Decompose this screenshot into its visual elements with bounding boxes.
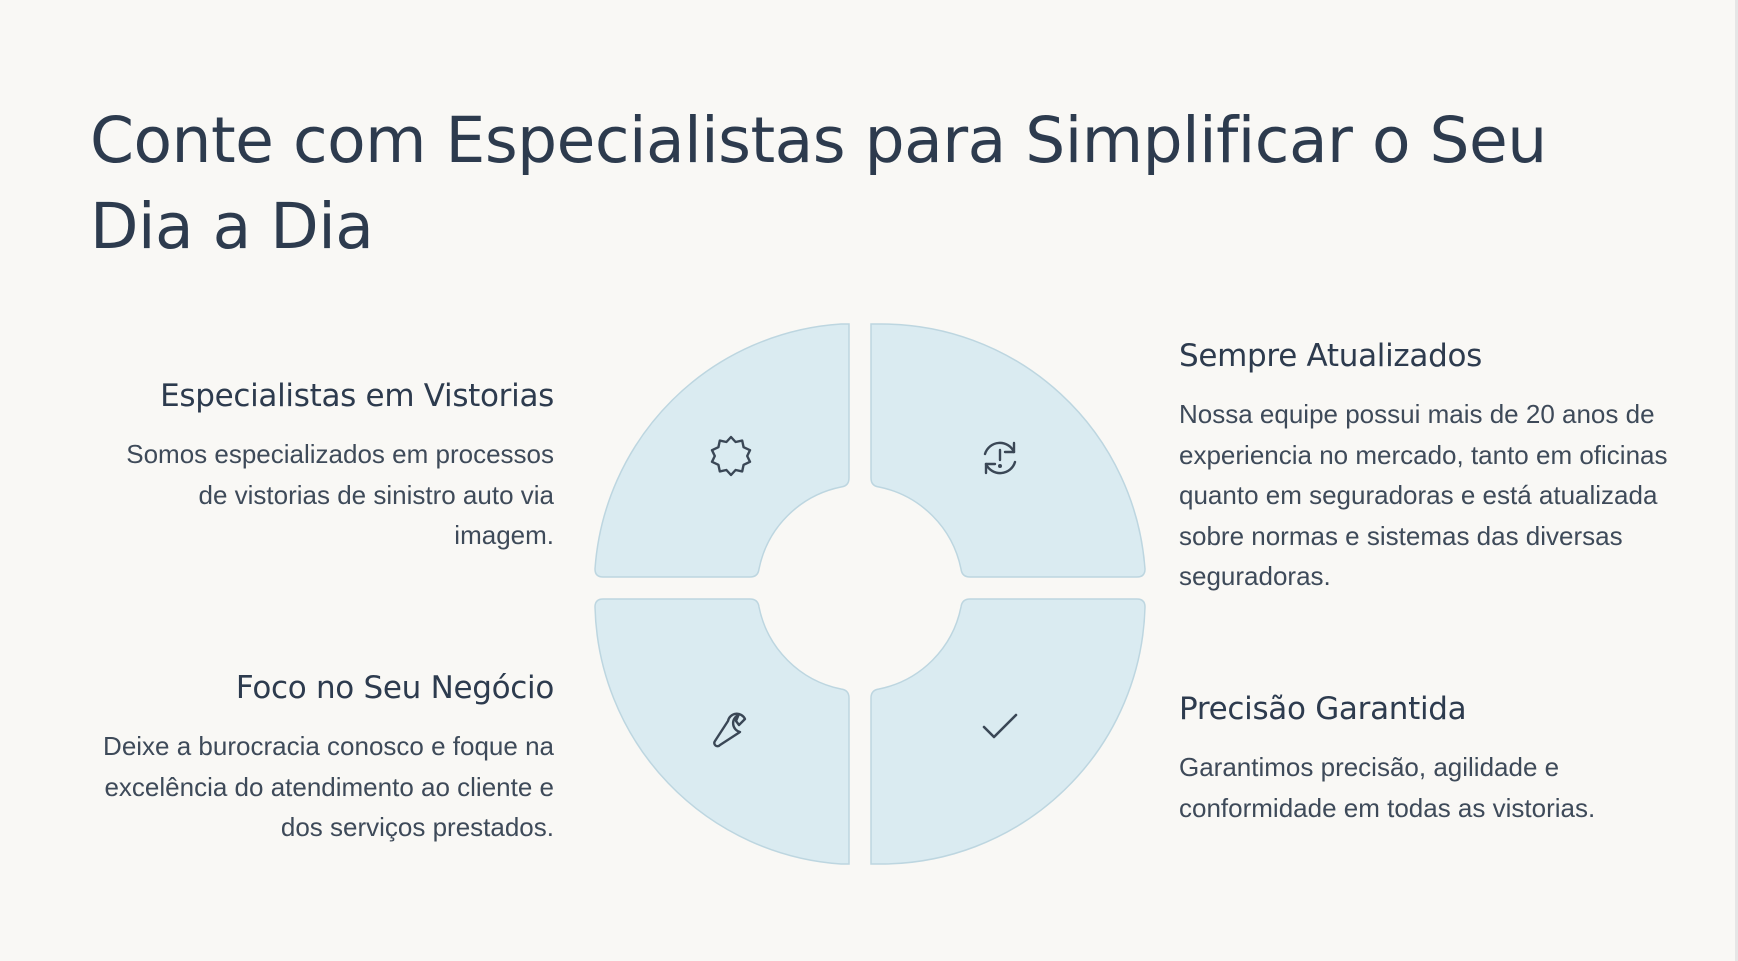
feature-heading: Foco no Seu Negócio: [235, 670, 554, 706]
refresh-alert-icon: [983, 441, 1017, 475]
segment-bottom-right: [870, 598, 1146, 865]
feature-text: Deixe a burocracia conosco e foque na ex…: [103, 731, 554, 842]
quadrant-diagram: [594, 323, 1146, 865]
feature-foco: Foco no Seu Negócio Deixe a burocracia c…: [100, 668, 554, 848]
feature-heading: Especialistas em Vistorias: [160, 378, 554, 414]
feature-precisao: Precisão Garantida Garantimos precisão, …: [1179, 689, 1679, 828]
segment-top-right: [870, 323, 1146, 578]
wrench-icon: [713, 712, 747, 748]
segment-top-left: [594, 323, 850, 578]
feature-especialistas: Especialistas em Vistorias Somos especia…: [100, 376, 554, 556]
check-icon: [982, 713, 1018, 739]
feature-atualizados: Sempre Atualizados Nossa equipe possui m…: [1179, 336, 1679, 597]
feature-heading: Sempre Atualizados: [1179, 338, 1482, 374]
feature-text: Garantimos precisão, agilidade e conform…: [1179, 752, 1596, 823]
feature-text: Somos especializados em processos de vis…: [126, 439, 554, 550]
feature-heading: Precisão Garantida: [1179, 691, 1467, 727]
feature-text: Nossa equipe possui mais de 20 anos de e…: [1179, 399, 1668, 591]
badge-icon: [710, 435, 752, 477]
page-edge: [1735, 0, 1738, 961]
page-title: Conte com Especialistas para Simplificar…: [90, 104, 1547, 263]
